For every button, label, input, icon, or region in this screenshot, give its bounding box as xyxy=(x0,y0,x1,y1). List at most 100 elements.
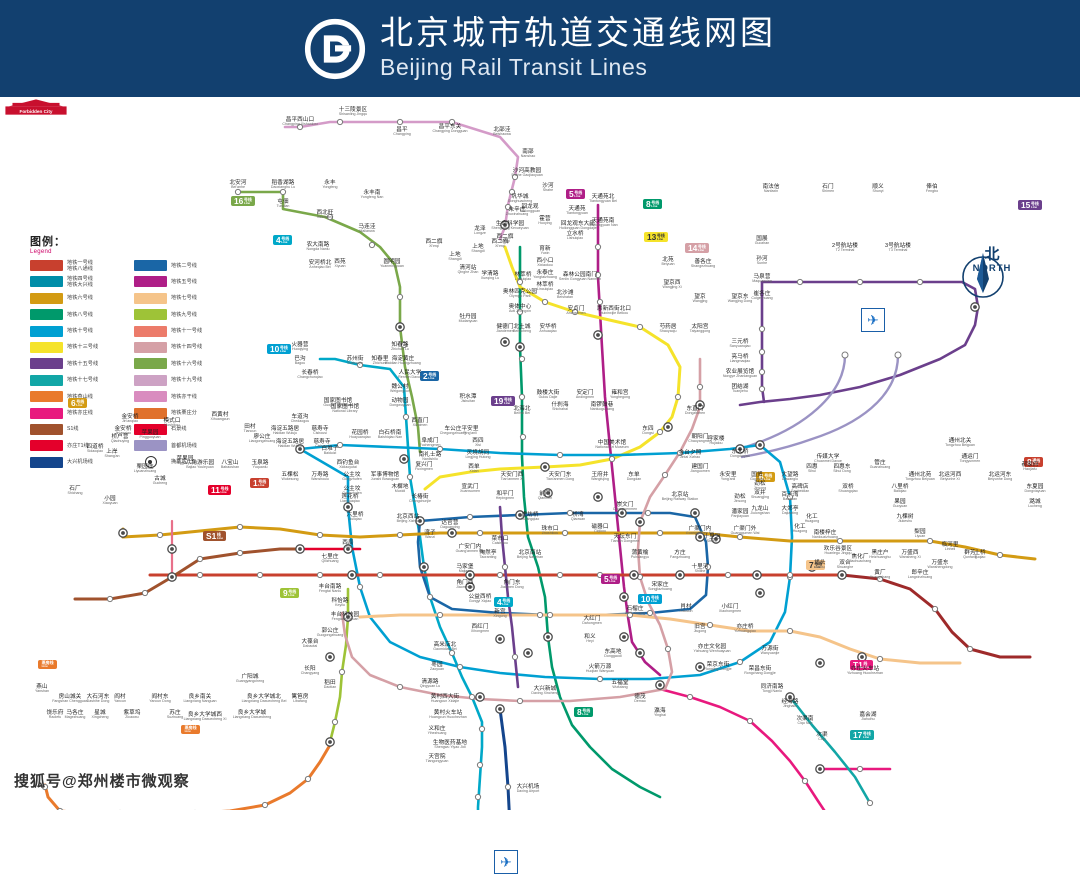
legend-color-swatch xyxy=(30,292,63,304)
legend-label: 地铁燕山线 xyxy=(67,393,93,400)
legend-row: 地铁十一号线 xyxy=(134,325,230,338)
legend-row: 地铁一号线地铁八通线 xyxy=(30,259,126,272)
line-badge-number: 10 xyxy=(270,344,280,354)
legend-label: 地铁五号线 xyxy=(171,278,197,285)
legend-label: 地铁栗庄分 xyxy=(171,410,197,417)
line-badge-suffix-en: Line xyxy=(76,402,83,407)
legend-label: 地铁四号线地铁大兴线 xyxy=(67,275,93,288)
compass-label-en: NORTH xyxy=(972,263,1012,274)
svg-text:Forbidden City: Forbidden City xyxy=(19,109,52,114)
line-badge-suffix-en: Line xyxy=(288,592,295,597)
line-badge-suffix-en: Line xyxy=(582,711,589,716)
line-badge-suffix-en: Line xyxy=(863,664,870,669)
legend-label: 地铁十一号线 xyxy=(171,328,203,335)
line-badge-number: 17 xyxy=(853,730,863,740)
line-badge-number: 19 xyxy=(494,396,504,406)
line-badge-suffix-en: Line xyxy=(1030,204,1038,209)
legend-row: 地铁八号线 xyxy=(30,308,126,321)
legend-color-swatch xyxy=(30,391,63,403)
daxing-airport-icon: ✈ xyxy=(494,850,518,874)
legend-color-swatch xyxy=(134,374,167,386)
legend-color-swatch xyxy=(134,407,167,419)
transit-map[interactable]: Forbidden City ✈ ✈ 北 NORTH 图例： Legend 地铁… xyxy=(0,97,1080,874)
legend-label: 地铁十九号线 xyxy=(171,377,203,384)
line-badge-number: 15 xyxy=(1021,200,1031,210)
legend-color-swatch xyxy=(134,325,167,337)
legend-row: S1线 xyxy=(30,423,126,436)
legend-label: 地铁十三号线 xyxy=(67,344,99,351)
legend-row: 地铁十七号线 xyxy=(30,374,126,387)
legend-color-swatch xyxy=(134,309,167,321)
legend-label: 地铁七号线 xyxy=(171,295,197,302)
legend-label: 地铁十七号线 xyxy=(67,377,99,384)
legend-color-swatch xyxy=(134,358,167,370)
legend-row: 地铁亦庄线 xyxy=(30,407,126,420)
legend-color-swatch xyxy=(134,423,167,435)
legend-label: 地铁一号线地铁八通线 xyxy=(67,259,93,272)
line-badge-number: 10 xyxy=(641,594,651,604)
legend-color-swatch xyxy=(30,423,63,435)
legend-label: 地铁十四号线 xyxy=(171,344,203,351)
legend-row: 地铁亦干线 xyxy=(134,390,230,403)
line-badge-number: 6 xyxy=(71,398,76,408)
line-badge-number: 8 xyxy=(577,707,582,717)
capital-airport-icon: ✈ xyxy=(861,308,885,332)
legend-color-swatch xyxy=(30,260,63,271)
transfer-station-icon xyxy=(134,456,167,469)
line-badge-suffix-en: Line xyxy=(574,193,581,198)
legend-row: 地铁十三号线 xyxy=(30,341,126,354)
line-badge-suffix-en: Line xyxy=(656,236,664,241)
legend-color-swatch xyxy=(30,407,63,419)
legend-color-swatch xyxy=(134,440,167,452)
line-badge-suffix-en: Line xyxy=(258,482,265,487)
line-badge-suffix-en: Line xyxy=(281,239,288,244)
legend-row: 地铁十六号线 xyxy=(134,357,230,370)
legend-label: 地铁亦庄线 xyxy=(67,410,93,417)
page-subtitle: Beijing Rail Transit Lines xyxy=(380,54,648,81)
line-badge-suffix-en: Line xyxy=(862,734,870,739)
line-badge-suffix-en: Line xyxy=(651,203,658,208)
legend-label: 地铁十号线 xyxy=(67,328,93,335)
line-badge-number: S1 xyxy=(206,531,217,541)
legend-color-swatch xyxy=(134,292,167,304)
line-badge-number: 8 xyxy=(1027,457,1032,467)
